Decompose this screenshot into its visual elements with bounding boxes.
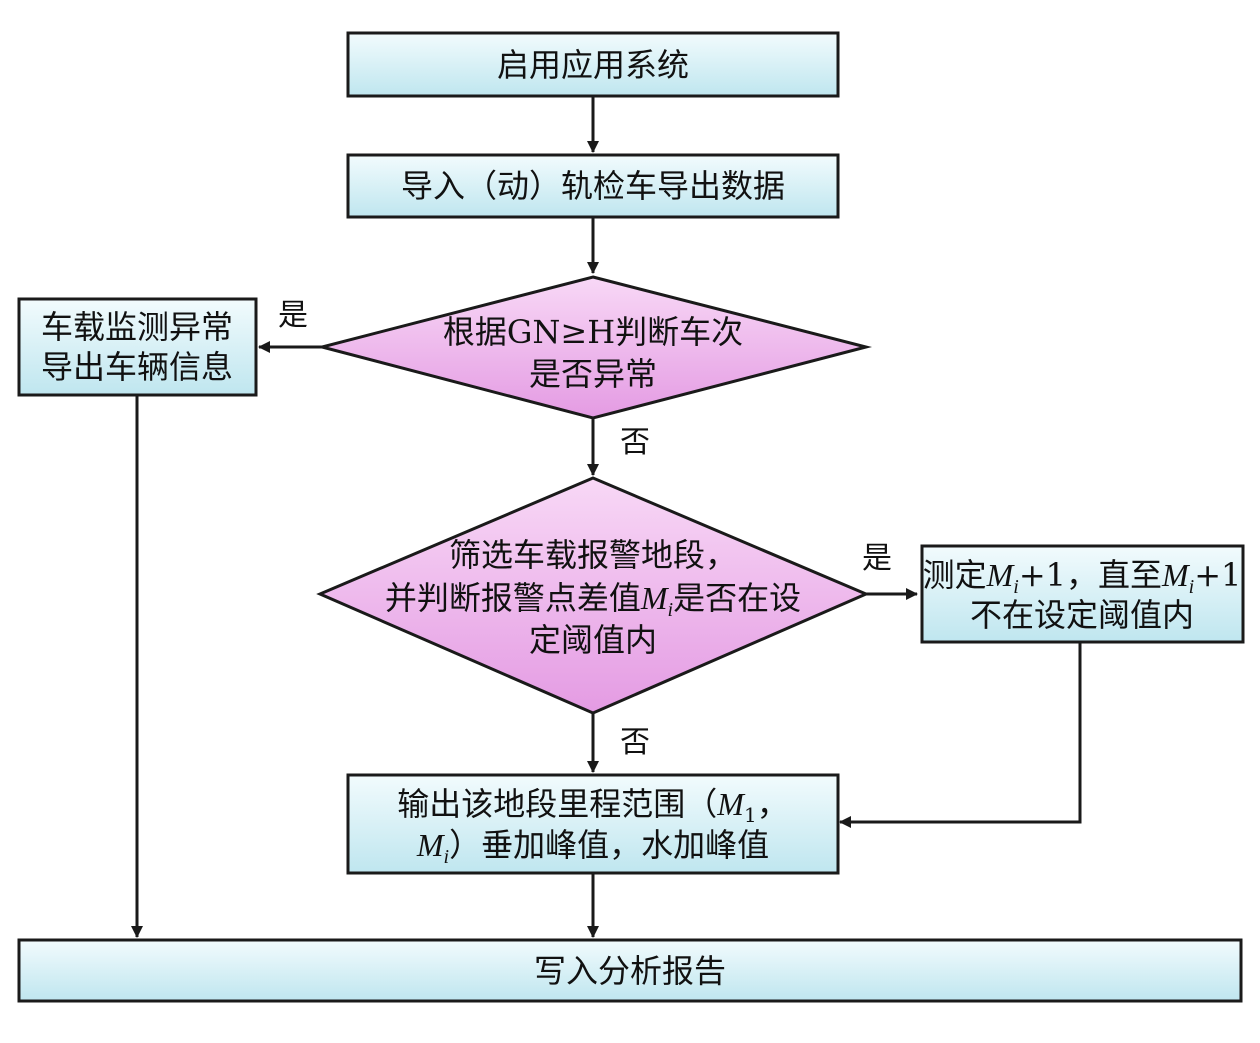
output-sub1: 1 [744,803,757,827]
output-sub2: i [444,846,450,868]
label-d2-yes: 是 [862,541,892,576]
measure-m1: M [986,557,1016,593]
output-m1: M [716,786,746,822]
node-export-line2: 导出车辆信息 [41,348,233,386]
d2-math-m: M [640,580,670,616]
node-decision2-line3: 定阈值内 [529,621,657,659]
d2-line2-b: 是否在设 [673,579,801,617]
node-decision2-line1: 筛选车载报警地段， [449,536,737,574]
edge-measure-to-output [839,642,1082,828]
node-output-line1: 输出该地段里程范围（M1， [397,785,788,827]
node-export-line1: 车载监测异常 [41,308,233,346]
d2-line2-a: 并判断报警点差值 [385,579,641,617]
measure-c: +1 [1194,556,1241,594]
output-m2: M [416,827,446,863]
node-start: 启用应用系统 [346,31,840,98]
node-import: 导入（动）轨检车导出数据 [346,153,840,219]
node-output: 输出该地段里程范围（M1， Mi）垂加峰值，水加峰值 [346,773,840,875]
node-start-label: 启用应用系统 [497,46,689,84]
output-b: ， [757,785,789,823]
node-measure: 测定Mi+1，直至Mi+1 不在设定阈值内 [920,544,1245,644]
node-decision1-line1: 根据GN≥H判断车次 [443,313,743,351]
node-report: 写入分析报告 [17,938,1243,1003]
node-measure-line1: 测定Mi+1，直至Mi+1 [923,556,1242,598]
node-export: 车载监测异常 导出车辆信息 [17,297,258,397]
label-d2-no: 否 [620,725,650,760]
measure-sub1: i [1013,576,1019,598]
node-measure-line2: 不在设定阈值内 [970,596,1194,634]
d2-math-sub: i [668,599,674,621]
node-output-line2: Mi）垂加峰值，水加峰值 [416,826,769,868]
label-d1-no: 否 [620,425,650,460]
node-import-label: 导入（动）轨检车导出数据 [401,167,785,205]
measure-a: 测定 [923,556,987,594]
measure-sub2: i [1189,576,1195,598]
node-report-label: 写入分析报告 [534,952,726,990]
output-c: ）垂加峰值，水加峰值 [449,826,769,864]
label-d1-yes: 是 [278,298,308,333]
measure-b: +1，直至 [1019,556,1162,594]
output-a: 输出该地段里程范围（ [397,785,717,823]
node-decision2-line2: 并判断报警点差值Mi是否在设 [385,579,801,621]
node-decision2: 筛选车载报警地段， 并判断报警点差值Mi是否在设 定阈值内 [316,476,870,715]
node-decision1-line2: 是否异常 [529,355,657,393]
edges [131,96,1082,938]
node-decision1: 根据GN≥H判断车次 是否异常 [316,275,872,420]
measure-m2: M [1161,557,1191,593]
